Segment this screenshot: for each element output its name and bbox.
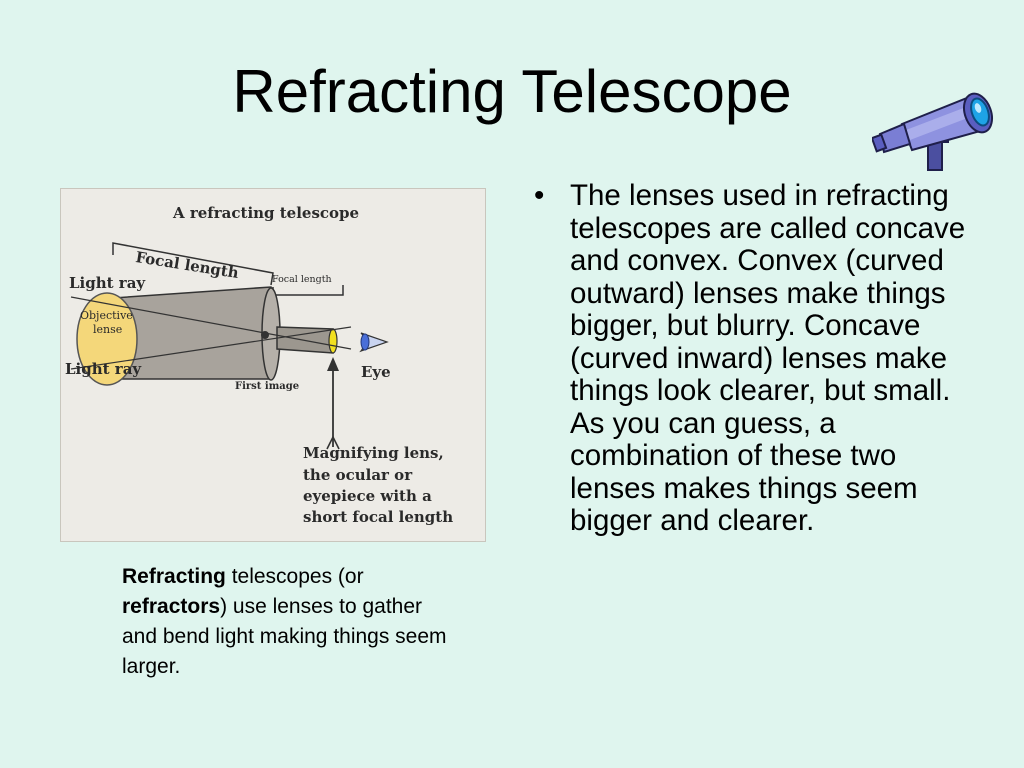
telescope-icon [870, 86, 1000, 174]
diagram-title: A refracting telescope [173, 204, 360, 222]
caption-bold-refractors: refractors [122, 595, 221, 618]
magnifying-lens-label-line2: the ocular or [303, 466, 413, 484]
slide-title: Refracting Telescope [232, 58, 792, 125]
magnifying-lens-label-line4: short focal length [303, 508, 454, 526]
focal-length-small-label: Focal length [272, 274, 332, 285]
caption-bold-refracting: Refracting [122, 565, 226, 588]
light-ray-top-label: Light ray [69, 274, 146, 292]
magnifying-lens-label-line3: eyepiece with a [303, 487, 432, 505]
objective-lens-label-line2: lense [93, 323, 123, 336]
diagram-caption: Refracting telescopes (or refractors) us… [122, 562, 462, 682]
bullet-marker: • [534, 179, 545, 212]
caption-text-1: telescopes (or [225, 565, 364, 588]
caption-text-2: ) use lenses to gather and bend light ma… [122, 595, 447, 678]
light-ray-bottom-label: Light ray [65, 360, 142, 378]
objective-lens-label-line1: Objective [80, 309, 133, 322]
bullet-text-lenses: The lenses used in refracting telescopes… [570, 179, 966, 537]
eye-label: Eye [361, 363, 391, 381]
first-image-label: First image [235, 381, 300, 392]
refracting-telescope-diagram: A refracting telescope Focal length Foca… [60, 188, 486, 542]
magnifying-lens-label-line1: Magnifying lens, [303, 444, 444, 462]
